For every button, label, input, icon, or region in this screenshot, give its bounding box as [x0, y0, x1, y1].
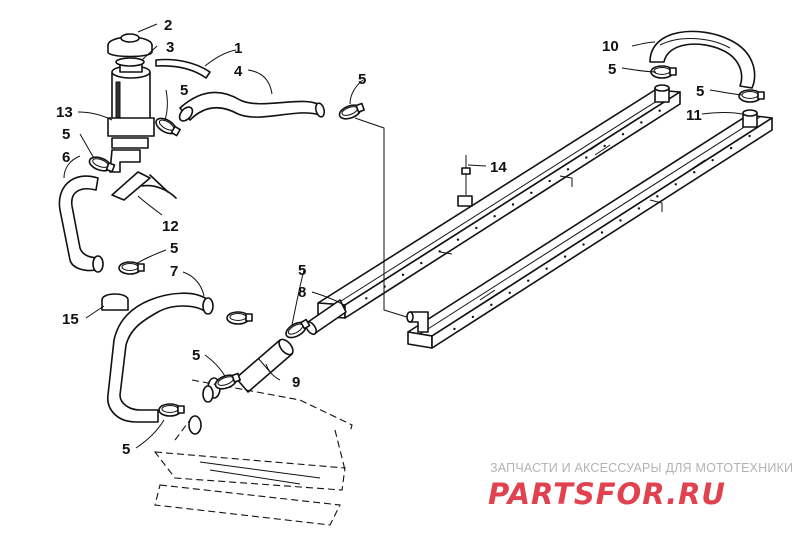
leader-lines: [63, 23, 743, 449]
rivet: [438, 250, 441, 253]
short-hose: [235, 338, 294, 393]
rivet: [658, 109, 661, 112]
hose-clamp: [338, 102, 365, 120]
rivet: [420, 261, 423, 265]
watermark: ЗАПЧАСТИ И АКСЕССУАРЫ ДЛЯ МОТОТЕХНИКИ PA…: [488, 461, 793, 511]
exchanger-elbow: [406, 311, 429, 333]
radiator-cap: [107, 33, 153, 58]
callout-15: 15: [62, 311, 79, 328]
hose-clamp: [285, 318, 311, 339]
callout-8: 8: [298, 284, 306, 301]
rivet: [693, 171, 696, 174]
callout-12: 12: [162, 218, 179, 235]
upper-return-hose: [178, 91, 326, 122]
engine-outline: [153, 379, 353, 526]
callout-2: 2: [164, 17, 172, 34]
front-outlet-stub: [742, 109, 758, 128]
watermark-logo: PARTSFOR.RU: [488, 477, 726, 511]
hose-clip: [101, 293, 129, 311]
rivet: [674, 183, 677, 186]
rivet: [471, 315, 475, 319]
coolant-tank: [107, 63, 155, 149]
exchanger-rivets: [365, 109, 751, 331]
callout-5b: 5: [180, 82, 188, 99]
callout-5f: 5: [192, 347, 200, 364]
rivet: [748, 134, 751, 138]
rivet: [603, 144, 606, 148]
rivet: [511, 203, 515, 206]
hose-routing-line: [354, 117, 411, 319]
callout-5d: 5: [170, 240, 178, 257]
hose-clamp: [158, 403, 185, 417]
rivet: [493, 215, 496, 218]
rivet: [600, 231, 604, 234]
hose-clamp: [118, 261, 145, 275]
callout-5i: 5: [696, 83, 704, 100]
hose-clamp: [738, 89, 765, 103]
rivet: [619, 219, 622, 222]
hose-clamp: [226, 311, 253, 325]
rivet: [582, 243, 585, 246]
rivet: [456, 238, 460, 241]
engine-fitting-lower: [188, 415, 202, 435]
rivet: [563, 255, 567, 258]
tank-outlet-fitting: [109, 149, 141, 173]
rivet: [585, 156, 588, 159]
callout-11: 11: [686, 107, 702, 124]
rivet: [527, 279, 530, 282]
cap-gasket: [115, 57, 145, 67]
rivet: [490, 303, 493, 307]
callout-5a: 5: [358, 71, 366, 88]
rivet: [545, 267, 548, 270]
rivet: [548, 179, 551, 183]
rivet: [656, 195, 659, 198]
callout-9: 9: [292, 374, 300, 391]
rivet: [711, 158, 714, 162]
rivet: [475, 226, 478, 230]
callout-labels: 1 2 3 4 5 5 13 5 6 12 5 7 15 5 8 5 9 5 1…: [56, 17, 704, 458]
rivet: [637, 207, 641, 210]
callout-10: 10: [602, 38, 619, 55]
engine-inlet-hose: [107, 292, 214, 423]
rivet: [621, 132, 625, 136]
callout-6: 6: [62, 149, 70, 166]
callout-14: 14: [490, 159, 507, 176]
rivet: [365, 297, 368, 300]
watermark-tagline: ЗАПЧАСТИ И АКСЕССУАРЫ ДЛЯ МОТОТЕХНИКИ: [490, 461, 793, 475]
callout-13: 13: [56, 104, 73, 121]
callout-5c: 5: [62, 126, 70, 143]
rivet: [508, 291, 511, 294]
u-hose: [649, 30, 756, 89]
hose-clamp: [155, 117, 181, 137]
callout-1: 1: [234, 40, 242, 57]
bleeder-screw: [457, 155, 487, 207]
vent-hose: [155, 58, 211, 79]
callout-5h: 5: [608, 61, 616, 78]
callout-4: 4: [234, 63, 243, 80]
hose-clamps: [88, 65, 765, 417]
rivet: [401, 273, 405, 277]
tank-outlet-hose: [58, 175, 104, 273]
tank-bracket: [111, 171, 177, 201]
callout-5e: 5: [298, 262, 306, 279]
rivet: [729, 146, 733, 150]
callout-5g: 5: [122, 441, 130, 458]
hose-clamp: [88, 156, 116, 173]
rivet: [530, 191, 533, 194]
callout-3: 3: [166, 39, 174, 56]
rivet: [453, 327, 456, 331]
hose-clamp: [214, 372, 241, 390]
callout-7: 7: [170, 263, 178, 280]
rivet: [566, 168, 570, 171]
rivet: [640, 121, 643, 124]
rear-outlet-stub: [654, 84, 670, 103]
